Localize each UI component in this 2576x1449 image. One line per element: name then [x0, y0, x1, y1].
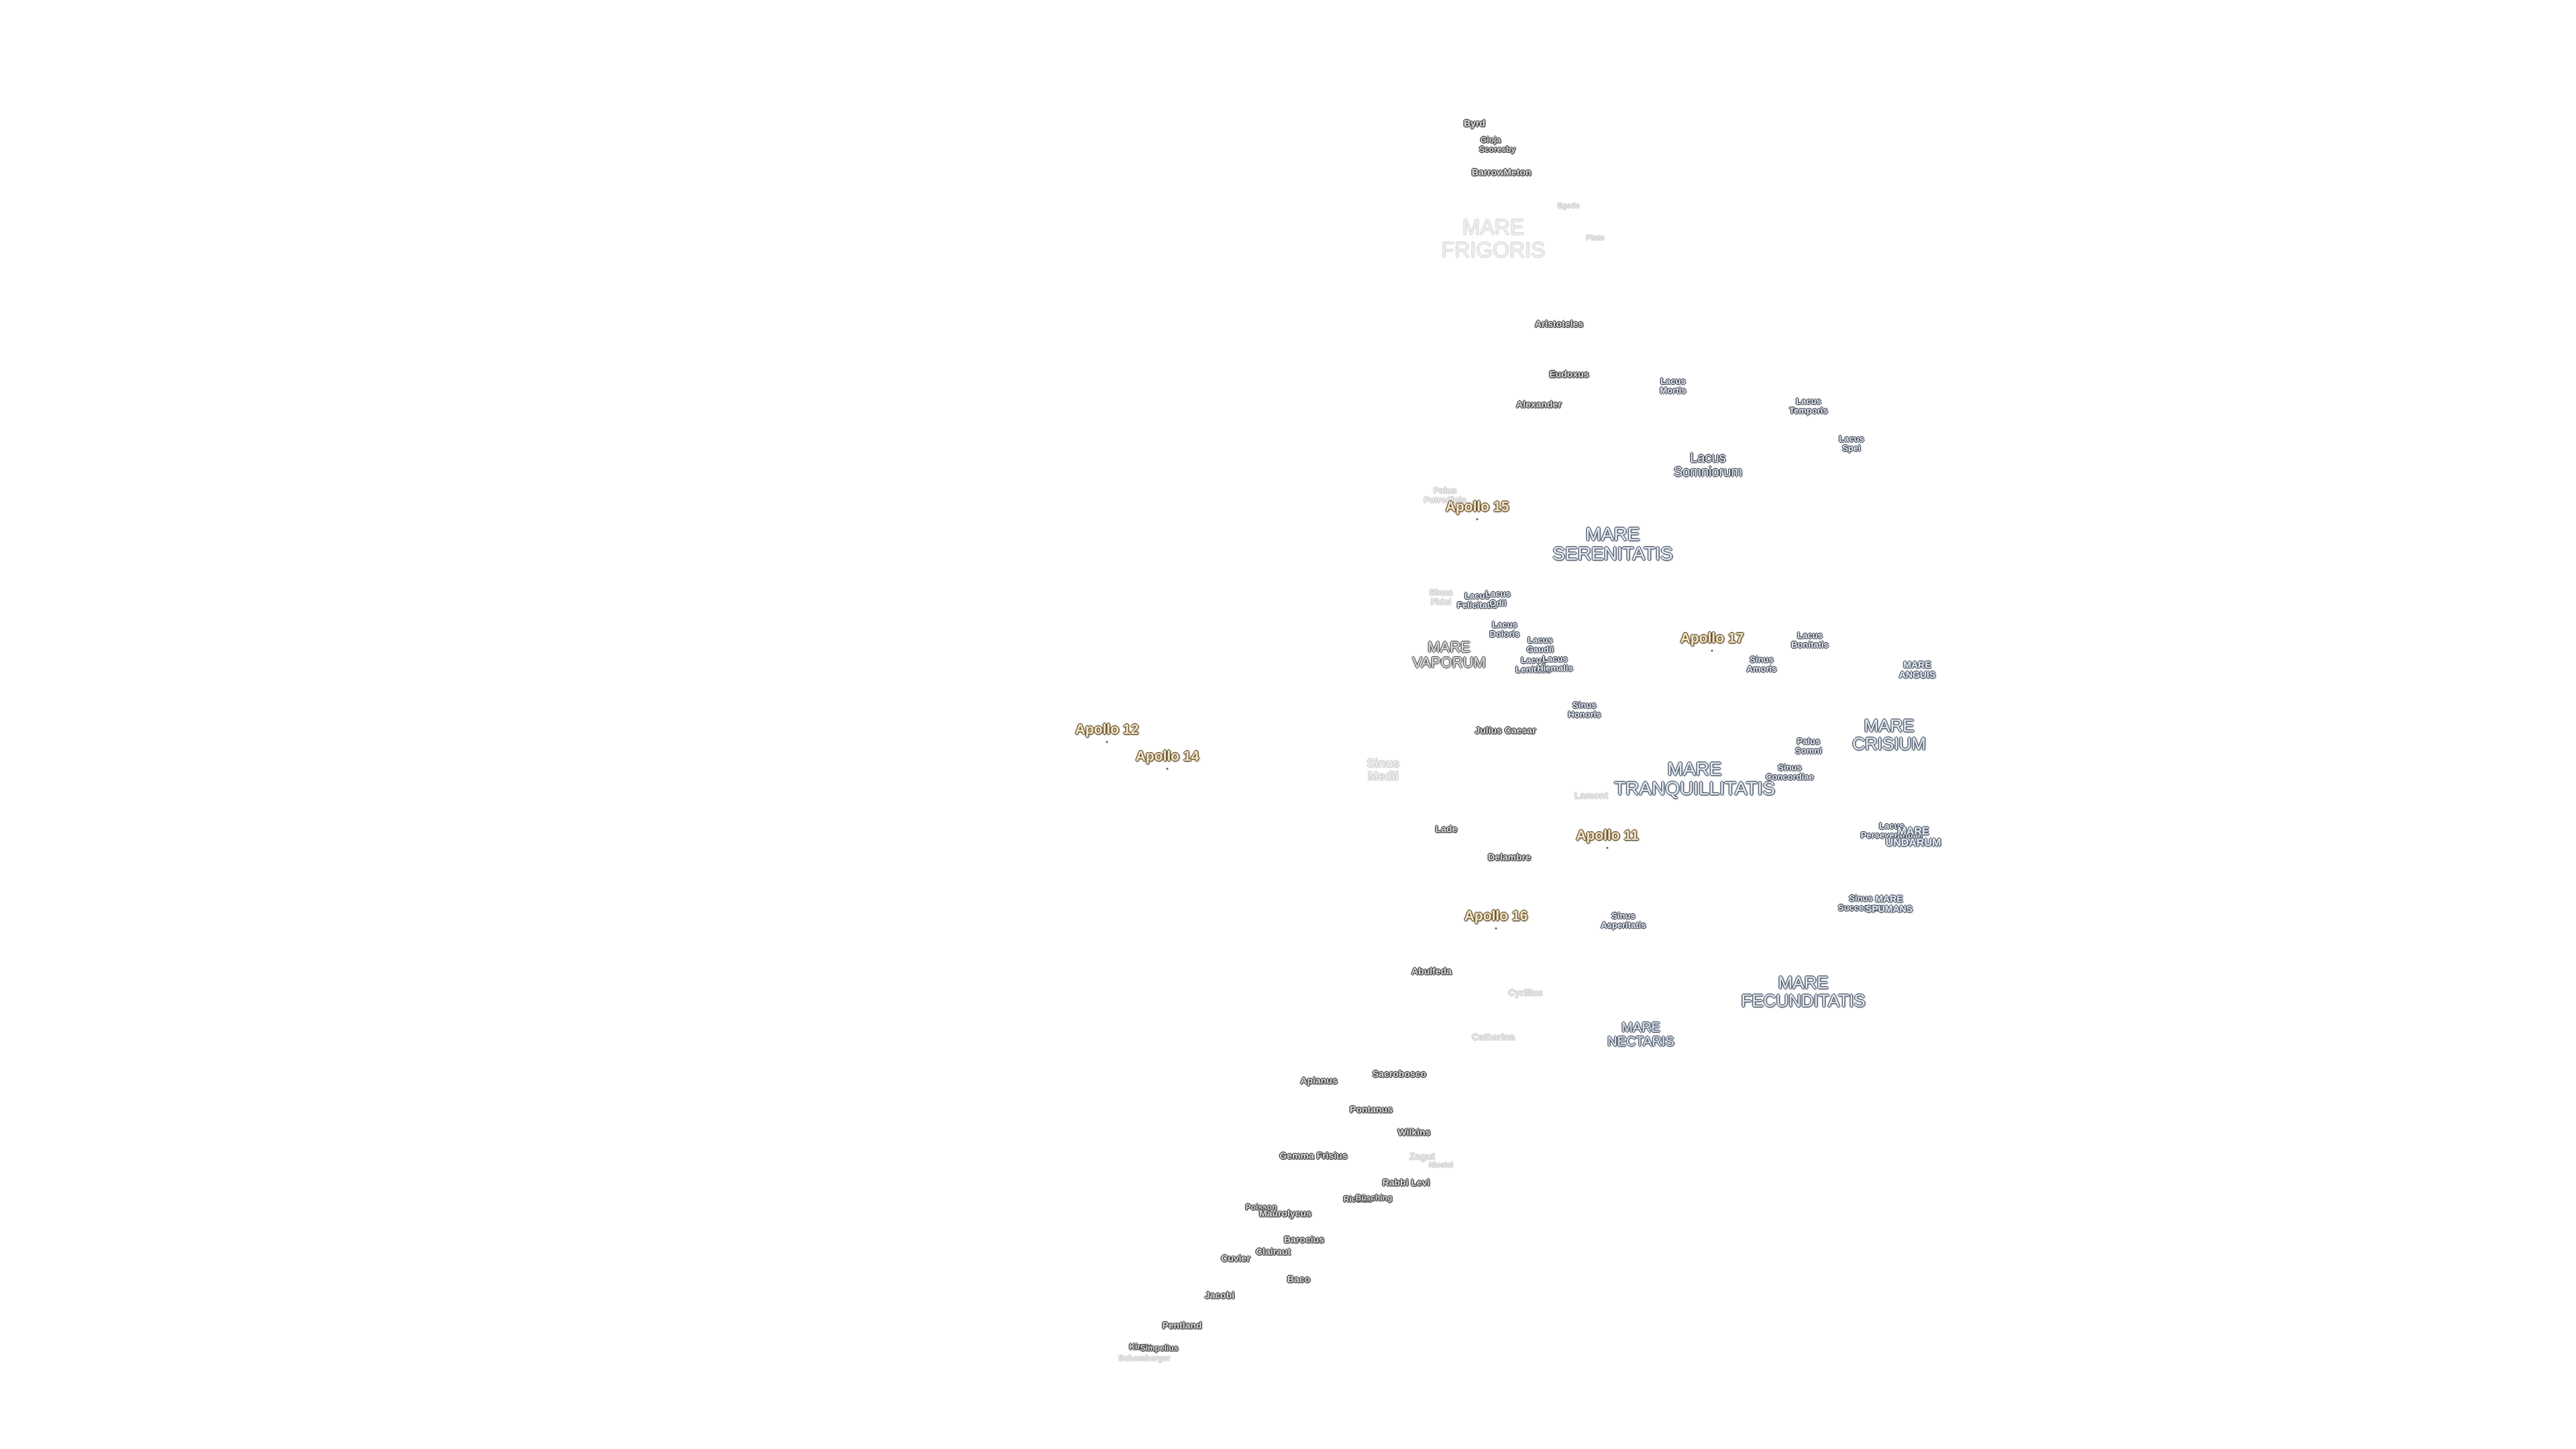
apollo-site-marker-12: [1106, 741, 1108, 743]
mare-label-nectaris: MARE NECTARIS: [1607, 1020, 1674, 1049]
apollo-label-16: Apollo 16: [1464, 908, 1528, 924]
crater-label-pentland: Pentland: [1162, 1320, 1202, 1331]
mare-label-vaporum: MARE VAPORUM: [1412, 638, 1486, 671]
lake-label-lacus-odii: Lacus Odii: [1485, 588, 1511, 608]
crater-label-pontanus: Pontanus: [1350, 1104, 1393, 1115]
apollo-site-marker-16: [1495, 927, 1497, 930]
crater-label-scoresby: Scoresby: [1479, 144, 1516, 154]
apollo-label-17: Apollo 17: [1680, 631, 1744, 646]
lake-label-lacus-bonitatis: Lacus Bonitatis: [1791, 630, 1829, 649]
mare-label-spumans: MARE SPUMANS: [1865, 893, 1913, 914]
apollo-site-marker-15: [1476, 518, 1479, 521]
marsh-label-palus-putredinis: Palus Putredinis: [1424, 485, 1466, 504]
lake-label-lacus-temporis: Lacus Temporis: [1789, 396, 1828, 415]
bay-label-sinus-medii: Sinus Medii: [1366, 757, 1400, 783]
crater-label-clairaut: Clairaut: [1255, 1246, 1291, 1257]
marsh-label-palus-somni: Palus Somni: [1795, 736, 1822, 755]
crater-label-poisson: Poisson: [1245, 1202, 1277, 1212]
crater-label-lamont: Lamont: [1574, 790, 1609, 801]
lake-label-lacus-gaudii: Lacus Gaudii: [1526, 635, 1554, 654]
crater-label-barrow: Barrow: [1471, 166, 1505, 178]
crater-label-aristoteles: Aristoteles: [1534, 318, 1584, 329]
crater-label-gemma-frisius: Gemma Frisius: [1279, 1150, 1348, 1161]
crater-label-byrd: Byrd: [1464, 117, 1485, 129]
crater-label-meton: Meton: [1503, 166, 1532, 178]
crater-label-cyrillus: Cyrillus: [1508, 987, 1543, 998]
crater-label-egede: Egede: [1557, 202, 1580, 211]
apollo-label-14: Apollo 14: [1135, 749, 1199, 764]
crater-label-baco: Baco: [1287, 1273, 1311, 1285]
lake-label-lacus-lenitatis: Lacus Lenitatis: [1515, 655, 1552, 674]
crater-label-lade: Lade: [1435, 823, 1458, 835]
apollo-site-marker-14: [1166, 767, 1169, 770]
mare-label-frigoris: MARE FRIGORIS: [1441, 215, 1546, 262]
mare-label-anguis: MARE ANGUIS: [1898, 659, 1936, 680]
crater-label-wilkins: Wilkins: [1397, 1126, 1431, 1138]
crater-label-kinau: Kinau: [1129, 1342, 1152, 1352]
crater-label-eudoxus: Eudoxus: [1549, 368, 1589, 380]
crater-label-busching: Büsching: [1355, 1193, 1393, 1203]
apollo-site-marker-11: [1606, 847, 1609, 849]
apollo-label-11: Apollo 11: [1576, 828, 1639, 843]
crater-label-barocius: Barocius: [1284, 1234, 1324, 1245]
crater-label-riccius: Riccius: [1343, 1194, 1373, 1204]
crater-label-alexander: Alexander: [1516, 398, 1562, 410]
bay-label-sinus-fidei: Sinus Fidei: [1429, 587, 1453, 606]
mare-label-undarum: MARE UNDARUM: [1885, 826, 1941, 849]
lake-label-lacus-perseverantiae: Lacus Perseverantiae: [1860, 820, 1923, 840]
crater-label-simpelius: Simpelius: [1140, 1343, 1179, 1353]
crater-label-schomberger: Schomberger: [1118, 1353, 1171, 1363]
bay-label-sinus-honoris: Sinus Honoris: [1568, 700, 1601, 719]
crater-label-maurolycus: Maurolycus: [1259, 1208, 1311, 1219]
crater-label-gioja: Gioja: [1480, 135, 1501, 145]
apollo-label-15: Apollo 15: [1445, 499, 1509, 515]
lake-label-lacus-hiemalis: Lacus Hiemalis: [1537, 653, 1573, 673]
apollo-site-marker-17: [1711, 649, 1713, 652]
bay-label-sinus-concordiae: Sinus Concordiae: [1766, 762, 1814, 782]
apollo-label-12: Apollo 12: [1075, 722, 1139, 737]
lake-label-lacus-doloris: Lacus Doloris: [1489, 619, 1520, 639]
crater-label-catharina: Catharina: [1471, 1031, 1515, 1042]
crater-label-cuvier: Cuvier: [1221, 1252, 1250, 1264]
crater-label-delambre: Delambre: [1488, 851, 1531, 863]
lake-label-lacus-somniorum: Lacus Somniorum: [1673, 451, 1743, 480]
bay-label-sinus-asperitatis: Sinus Asperitatis: [1601, 910, 1646, 930]
mare-label-fecunditatis: MARE FECUNDITATIS: [1741, 972, 1866, 1011]
mare-label-tranquillitatis: MARE TRANQUILLITATIS: [1613, 758, 1776, 799]
crater-label-jacobi: Jacobi: [1204, 1289, 1235, 1301]
crater-label-zagut: Zagut: [1409, 1150, 1436, 1162]
mare-label-crisium: MARE CRISIUM: [1852, 715, 1926, 754]
bay-label-sinus-amoris: Sinus Amoris: [1746, 654, 1777, 674]
crater-label-abulfeda: Abulfeda: [1411, 965, 1452, 977]
bay-label-sinus-successus: Sinus Successus: [1838, 893, 1884, 912]
crater-label-nicolai: Nicolai: [1428, 1161, 1454, 1170]
lake-label-lacus-spei: Lacus Spei: [1839, 433, 1864, 453]
crater-label-plato: Plato: [1586, 234, 1605, 243]
lake-label-lacus-felicitatis: Lacus Felicitatis: [1457, 590, 1497, 610]
crater-label-julius-caesar: Julius Caesar: [1474, 724, 1536, 736]
crater-label-apianus: Apianus: [1300, 1075, 1338, 1086]
crater-label-rabbi-levi: Rabbi Levi: [1382, 1177, 1430, 1188]
mare-label-serenitatis: MARE SERENITATIS: [1552, 523, 1673, 564]
lake-label-lacus-mortis: Lacus Mortis: [1660, 376, 1686, 395]
crater-label-sacrobosco: Sacrobosco: [1372, 1068, 1427, 1079]
